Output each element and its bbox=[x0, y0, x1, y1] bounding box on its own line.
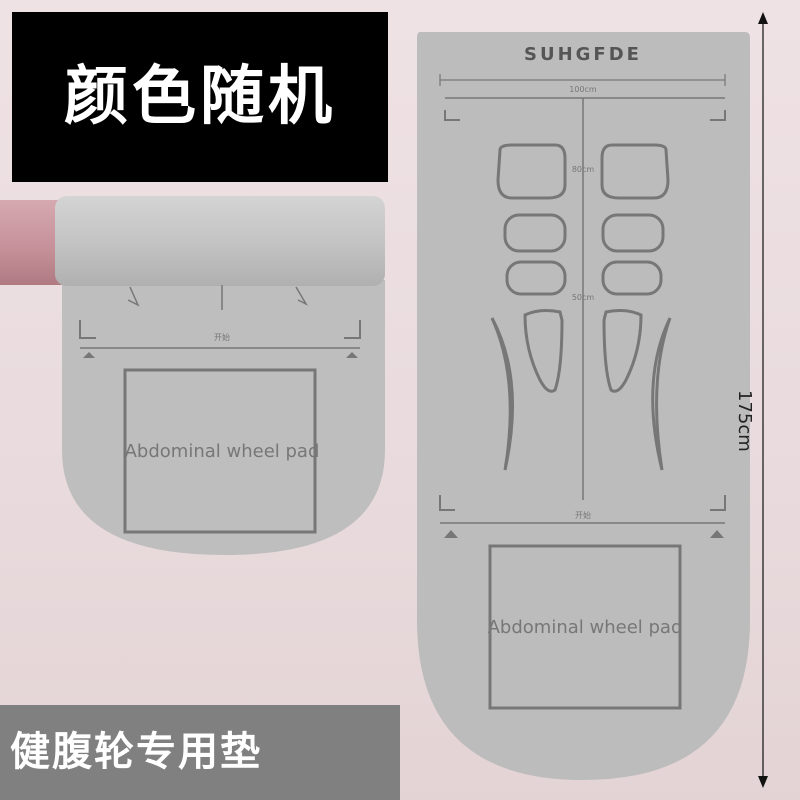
product-name-footer: 健腹轮专用垫 bbox=[0, 705, 400, 800]
width-label: 100cm bbox=[569, 85, 597, 94]
pad-label: Abdominal wheel pad bbox=[488, 617, 683, 638]
start-label: 开始 bbox=[575, 510, 591, 520]
rolled-mat bbox=[55, 196, 385, 555]
rolled-pad-label: Abdominal wheel pad bbox=[125, 441, 320, 462]
flat-mat bbox=[417, 32, 750, 780]
mark-50cm: 50cm bbox=[572, 293, 595, 302]
length-dimension-line bbox=[758, 12, 768, 788]
length-label: 175cm bbox=[734, 390, 755, 452]
random-color-banner: 颜色随机 bbox=[12, 12, 388, 182]
brand-logo: SUHGFDE bbox=[524, 44, 642, 65]
mark-80cm: 80cm bbox=[572, 165, 595, 174]
rolled-start-label: 开始 bbox=[214, 332, 230, 342]
